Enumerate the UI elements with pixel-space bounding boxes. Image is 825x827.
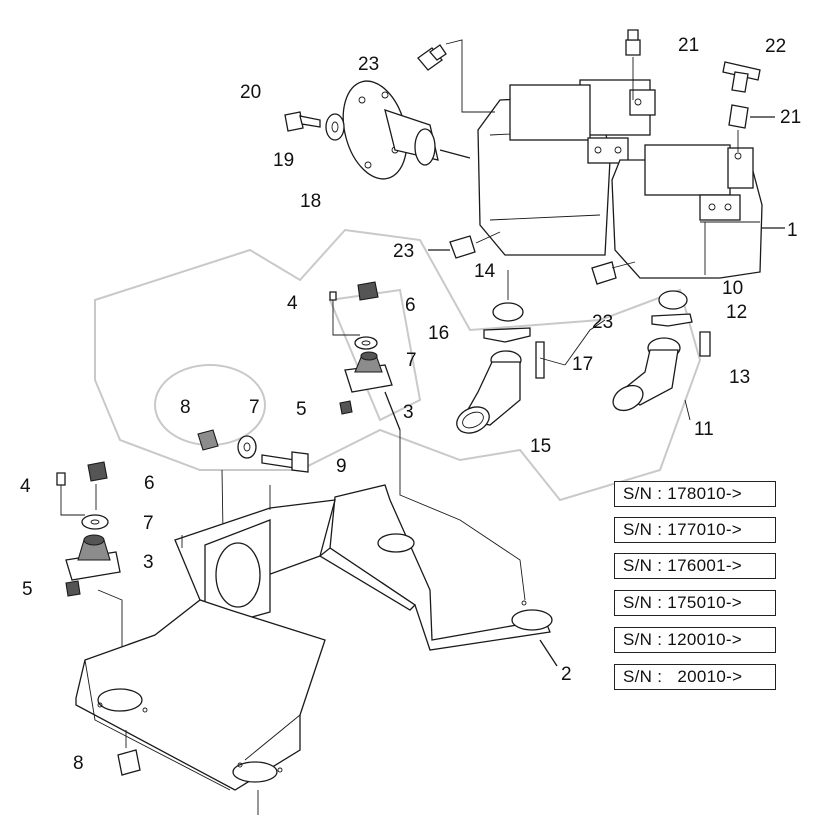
- callout-21-right: 21: [780, 107, 801, 128]
- serial-range-box: S/N : 175010->: [614, 590, 776, 616]
- leader-17: [539, 357, 566, 366]
- fitting-23-top: [417, 44, 447, 71]
- fitting-21-right: [728, 104, 775, 152]
- callout-23-top: 23: [358, 54, 379, 75]
- fitting-23-left: [428, 231, 501, 259]
- callout-6-upper: 6: [405, 295, 416, 316]
- callout-21-top: 21: [678, 35, 699, 56]
- callout-1: 1: [787, 220, 798, 241]
- serial-range-box: S/N : 176001->: [614, 553, 776, 579]
- nut-8-lower: [117, 730, 141, 776]
- callout-8-lower: 8: [73, 753, 84, 774]
- clamp-16: [483, 327, 531, 343]
- callout-3-upper: 3: [403, 402, 414, 423]
- bolt-9: [261, 451, 309, 473]
- callout-20: 20: [240, 82, 261, 103]
- callout-12: 12: [726, 302, 747, 323]
- callout-3-lower: 3: [143, 552, 154, 573]
- leader-assembly: [399, 430, 526, 601]
- mount-set-upper: [329, 281, 401, 431]
- heater-assembly: [477, 79, 785, 279]
- callout-6-lower: 6: [144, 473, 155, 494]
- callout-23-middle: 23: [393, 241, 414, 262]
- screw-13: [699, 331, 711, 357]
- callout-5-upper: 5: [296, 399, 307, 420]
- callout-23-lower: 23: [592, 312, 613, 333]
- serial-range-box: S/N : 120010->: [614, 627, 776, 653]
- gasket-14: [492, 302, 524, 322]
- callout-7-lower: 7: [143, 513, 154, 534]
- leader-11: [684, 399, 691, 421]
- callout-10: 10: [722, 278, 743, 299]
- serial-range-box: S/N : 20010->: [614, 664, 776, 690]
- callout-17: 17: [572, 354, 593, 375]
- duct-15: [456, 350, 522, 434]
- callout-8-upper: 8: [180, 397, 191, 418]
- callout-5-lower: 5: [22, 579, 33, 600]
- callout-7-middle: 7: [249, 397, 260, 418]
- serial-range-box: S/N : 178010->: [614, 481, 776, 507]
- tee-fitting-22: [722, 61, 761, 93]
- callout-19: 19: [273, 150, 294, 171]
- screw-17: [535, 341, 545, 379]
- fitting-23-right: [591, 261, 636, 285]
- callout-4-lower: 4: [20, 476, 31, 497]
- callout-7-upper: 7: [406, 350, 417, 371]
- callout-14: 14: [474, 261, 496, 282]
- leader-23-bottom: [564, 319, 606, 366]
- callout-9: 9: [336, 456, 347, 477]
- nut-8-upper: [197, 429, 219, 451]
- mounting-bracket: [75, 484, 558, 791]
- serial-range-box: S/N : 177010->: [614, 517, 776, 543]
- washer-19: [325, 113, 345, 141]
- callout-2: 2: [561, 664, 572, 685]
- washer-7-left: [237, 435, 257, 459]
- leader-23-top: [445, 39, 495, 113]
- fitting-21-top: [625, 29, 641, 100]
- callout-13: 13: [729, 367, 750, 388]
- flange-elbow: [342, 80, 471, 180]
- clamp-12: [651, 313, 693, 327]
- callout-18: 18: [300, 191, 321, 212]
- bolt-20: [284, 111, 321, 132]
- callout-4-upper: 4: [287, 293, 298, 314]
- callout-11: 11: [694, 419, 714, 440]
- callout-15: 15: [530, 436, 551, 457]
- callout-22: 22: [765, 36, 786, 57]
- gasket-10: [658, 290, 688, 310]
- callout-16: 16: [428, 323, 449, 344]
- duct-11: [612, 337, 681, 412]
